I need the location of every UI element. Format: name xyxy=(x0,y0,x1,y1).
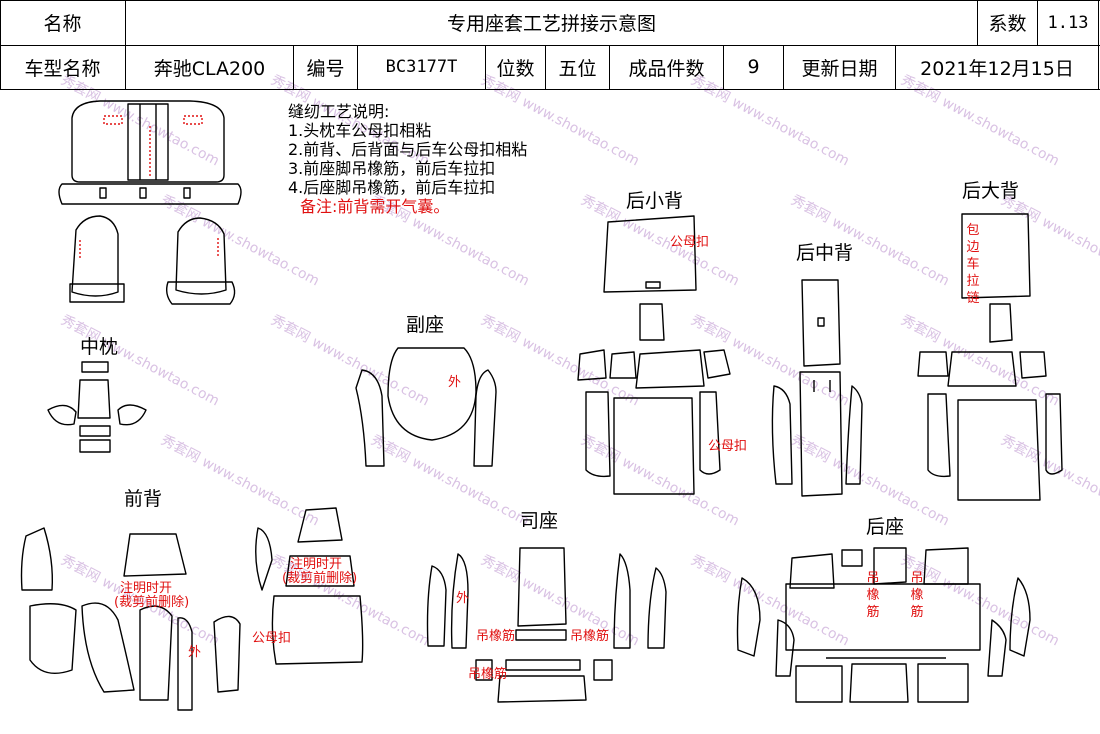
annot-zipper: 包边车拉链 xyxy=(966,223,980,306)
annot-snap-1: 公母扣 xyxy=(670,235,710,250)
label-driver: 司座 xyxy=(520,510,559,532)
model-value: 奔驰CLA200 xyxy=(126,45,294,89)
sewing-notes: 缝纫工艺说明: 1.头枕车公母扣相粘 2.前背、后背面与后车公母扣相粘 3.前座… xyxy=(288,102,527,216)
annot-elastic-v1: 吊橡筋 xyxy=(866,571,880,620)
annot-outer-1: 外 xyxy=(448,375,462,390)
label-passenger: 副座 xyxy=(406,314,445,336)
annot-airbag-1a: 注明时开 xyxy=(120,581,173,596)
pieces-label: 成品件数 xyxy=(610,45,724,89)
seat-thumbnail-front-2 xyxy=(165,217,236,305)
annot-outer-2: 外 xyxy=(456,591,470,606)
annot-elastic-v2: 吊橡筋 xyxy=(910,571,924,620)
coef-value: 1.13 xyxy=(1047,12,1089,33)
annot-elastic-2: 吊橡筋 xyxy=(570,629,610,644)
driver-seat-pieces xyxy=(426,547,667,703)
notes-item-3: 3.前座脚吊橡筋，前后车拉扣 xyxy=(288,159,496,178)
notes-item-2: 2.前背、后背面与后车公母扣相粘 xyxy=(288,140,528,159)
page-title: 专用座套工艺拼接示意图 xyxy=(126,0,978,45)
label-rear-small-back: 后小背 xyxy=(626,190,684,212)
seats-value: 五位 xyxy=(546,45,610,89)
label-rear-big-back: 后大背 xyxy=(962,180,1020,202)
seat-thumbnail-front-1 xyxy=(69,215,125,303)
label-rear-middle-back: 后中背 xyxy=(796,242,854,264)
front-back-pieces xyxy=(20,507,364,711)
date-value: 2021年12月15日 xyxy=(920,57,1074,80)
seats-label: 位数 xyxy=(486,45,546,89)
annot-elastic-3: 吊橡筋 xyxy=(468,667,508,682)
notes-item-4: 4.后座脚吊橡筋，前后车拉扣 xyxy=(288,178,496,197)
header-table: 名称 专用座套工艺拼接示意图 系数 1.13 车型名称 奔驰CLA200 编号 … xyxy=(0,0,1100,90)
annot-airbag-2b: (裁剪前删除) xyxy=(282,571,358,586)
rear-big-back-pieces xyxy=(917,213,1063,501)
annot-outer-3: 外 xyxy=(188,645,202,660)
annot-snap-2: 公母扣 xyxy=(708,439,748,454)
date-label: 更新日期 xyxy=(784,45,896,89)
annot-airbag-1b: (裁剪前删除) xyxy=(114,595,190,610)
notes-item-1: 1.头枕车公母扣相粘 xyxy=(288,121,432,140)
label-headrest: 中枕 xyxy=(80,336,119,358)
rear-small-back-pieces xyxy=(577,215,731,495)
headrest-pieces xyxy=(47,361,147,453)
rear-seat-pieces xyxy=(736,547,1031,703)
passenger-seat-pieces xyxy=(355,347,497,467)
code-value: BC3177T xyxy=(358,45,486,89)
annot-elastic-1: 吊橡筋 xyxy=(476,629,516,644)
annot-snap-3: 公母扣 xyxy=(252,631,292,646)
seat-thumbnail-rear xyxy=(58,100,242,205)
annot-airbag-2a: 注明时开 xyxy=(290,557,343,572)
model-label: 车型名称 xyxy=(0,45,126,89)
code-label: 编号 xyxy=(294,45,358,89)
coef-label: 系数 xyxy=(978,0,1038,45)
rear-middle-back-pieces xyxy=(771,279,863,497)
notes-heading: 缝纫工艺说明: xyxy=(288,102,390,121)
pieces-value: 9 xyxy=(724,45,784,89)
name-label: 名称 xyxy=(0,0,126,45)
label-rear-seat: 后座 xyxy=(866,516,905,538)
notes-remark: 备注:前背需开气囊。 xyxy=(300,197,450,216)
label-front-back: 前背 xyxy=(124,488,163,510)
